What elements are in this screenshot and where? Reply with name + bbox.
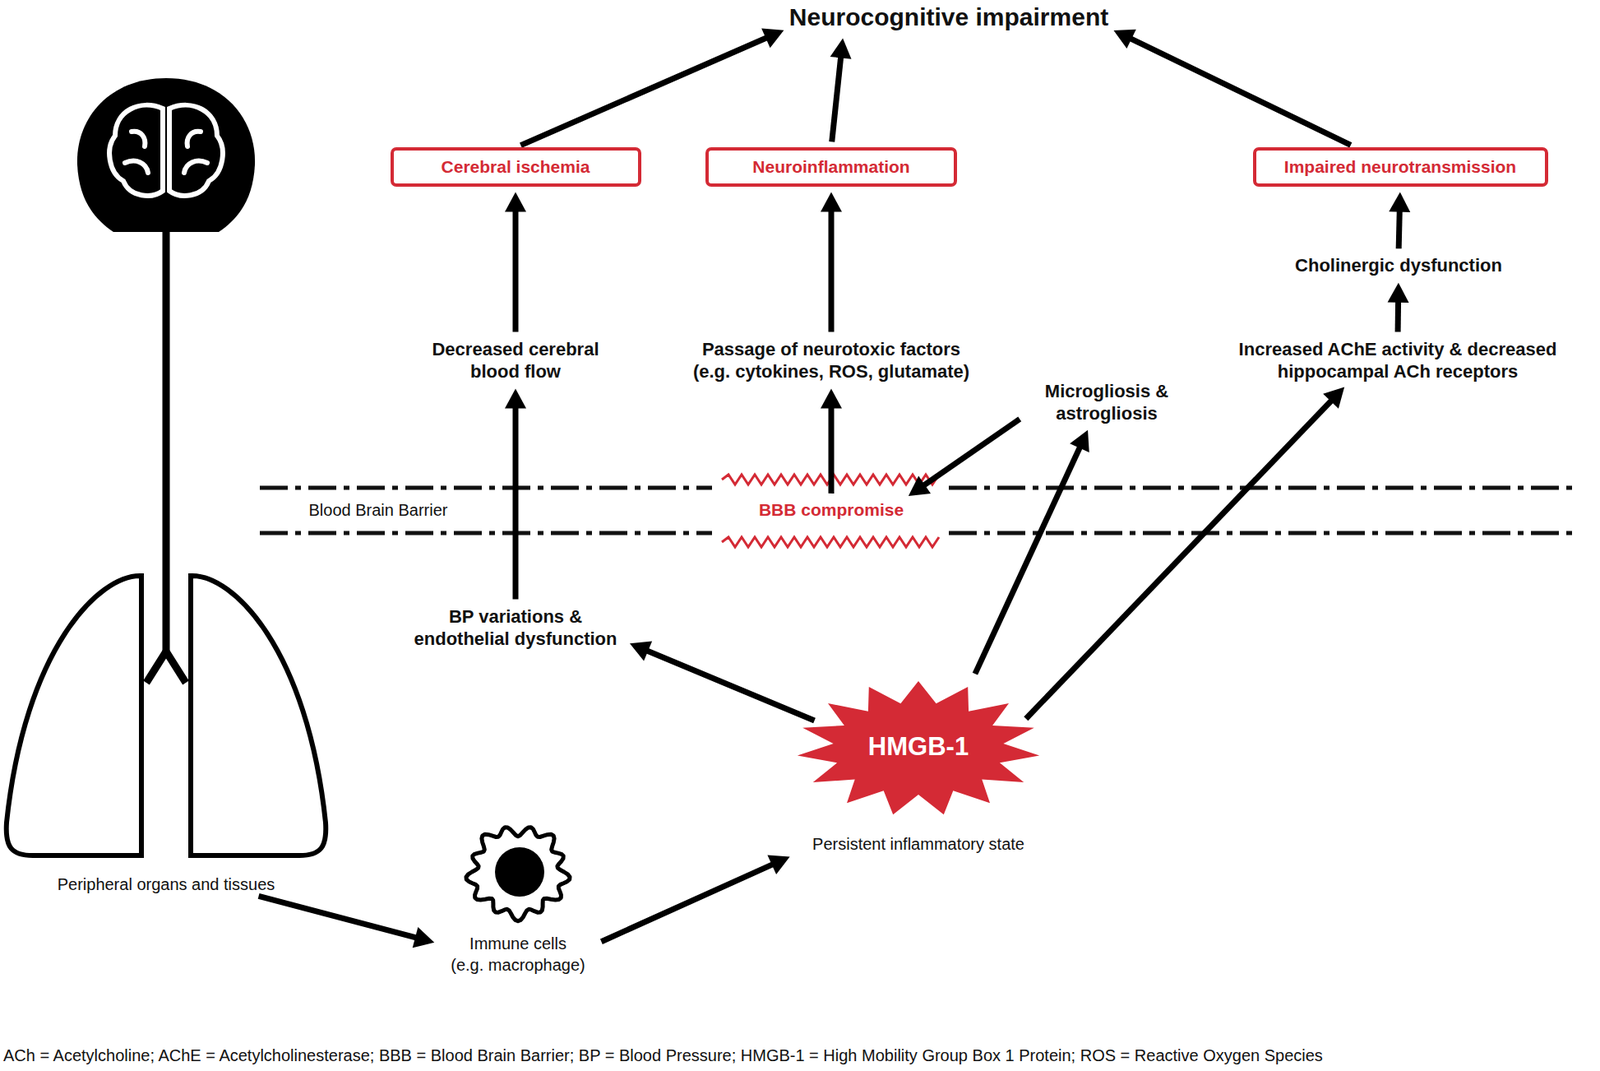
box-label: Impaired neurotransmission (1262, 156, 1539, 177)
outcome-title: Neurocognitive impairment (789, 1, 1109, 33)
connector-line (1395, 299, 1402, 333)
arrow-head (820, 192, 842, 213)
box-label: Neuroinflammation (715, 156, 948, 177)
mechanism-box: Neuroinflammation (705, 147, 958, 186)
process-text: Microgliosis & astrogliosis (1024, 379, 1189, 426)
left-lung (6, 575, 142, 856)
process-text: Cholinergic dysfunction (1294, 254, 1503, 278)
arrow-head (1388, 192, 1411, 213)
arrow-connector (820, 388, 842, 494)
hmgb-star: HMGB-1Persistent inflammatory state (795, 679, 1042, 855)
node-label: Peripheral organs and tissues (57, 873, 276, 895)
process-text: BP variations & endothelial dysfunction (406, 605, 625, 651)
connector-line (513, 208, 519, 333)
process-text: Passage of neurotoxic factors (e.g. cyto… (687, 337, 976, 384)
arrow-connector (629, 640, 815, 721)
arrow-head (908, 476, 931, 496)
barrier-breach-text: BBB compromise (758, 499, 904, 521)
arrow-head (1322, 387, 1345, 409)
connector-line (828, 208, 835, 333)
arrow-head (629, 640, 653, 661)
arrow-connector (1114, 29, 1351, 146)
connector-line (601, 863, 775, 942)
head-silhouette (77, 78, 255, 232)
arrow-head (1387, 282, 1410, 303)
connector-line (258, 895, 419, 938)
node-label: BP variations & endothelial dysfunction (406, 605, 625, 651)
arrow-connector (601, 854, 790, 941)
arrow-head (830, 37, 852, 59)
arrow-connector (830, 37, 852, 142)
right-lung (190, 575, 326, 856)
connector-line (520, 36, 769, 146)
arrow-connector (1026, 387, 1345, 719)
arrow-connector (504, 192, 527, 333)
arrow-connector (1387, 282, 1410, 333)
arrow-connector (520, 27, 784, 145)
arrow-head (767, 854, 790, 874)
connector-line (513, 405, 519, 600)
node-label: Decreased cerebral blood flow (416, 337, 615, 384)
star-label: HMGB-1 (795, 731, 1042, 762)
node-label: Passage of neurotoxic factors (e.g. cyto… (687, 337, 976, 384)
node-label: BBB compromise (758, 499, 904, 521)
bronchi (146, 651, 186, 683)
trachea (162, 230, 171, 654)
arrow-connector (1388, 192, 1411, 250)
arrow-head (504, 192, 527, 213)
arrow-head (504, 388, 527, 409)
arrow-connector (820, 192, 842, 333)
connector-line (832, 54, 842, 142)
connector-line (921, 418, 1020, 486)
connector-line (1128, 37, 1351, 146)
connector-line (827, 405, 834, 494)
box-label: Cerebral ischemia (400, 156, 632, 177)
node-label: Increased AChE activity & decreased hipp… (1233, 337, 1563, 384)
arrow-connector (975, 430, 1090, 674)
zigzag-line (721, 536, 939, 547)
process-text: Decreased cerebral blood flow (416, 337, 615, 384)
process-text: Increased AChE activity & decreased hipp… (1233, 337, 1563, 384)
arrow-head (1069, 430, 1090, 453)
arrow-connector (504, 388, 527, 600)
mechanism-box: Impaired neurotransmission (1253, 147, 1549, 186)
source-text: Peripheral organs and tissues (57, 873, 276, 895)
arrow-connector (258, 895, 435, 948)
connector-line (1026, 398, 1333, 719)
brain-icon (109, 105, 223, 196)
connector-line (644, 649, 814, 721)
node-label: Microgliosis & astrogliosis (1024, 379, 1189, 426)
macrophage-icon (456, 817, 580, 926)
node-label: Cholinergic dysfunction (1294, 254, 1503, 278)
arrow-head (761, 27, 784, 48)
arrow-head (412, 926, 435, 948)
abbreviation-note: ACh = Acetylcholine; AChE = Acetylcholin… (3, 1045, 1323, 1065)
state-caption: Persistent inflammatory state (795, 833, 1042, 855)
mechanism-box: Cerebral ischemia (390, 147, 642, 186)
cell-caption: Immune cells (e.g. macrophage) (439, 932, 597, 976)
arrow-connector (908, 418, 1020, 495)
node-label: Neurocognitive impairment (789, 1, 1109, 33)
barrier-label: Blood Brain Barrier (309, 500, 449, 520)
arrow-head (1114, 29, 1137, 49)
immune-cell: Immune cells (e.g. macrophage) (439, 817, 597, 976)
connector-line (975, 444, 1082, 674)
connector-line (1398, 208, 1400, 250)
arrow-head (820, 388, 842, 409)
